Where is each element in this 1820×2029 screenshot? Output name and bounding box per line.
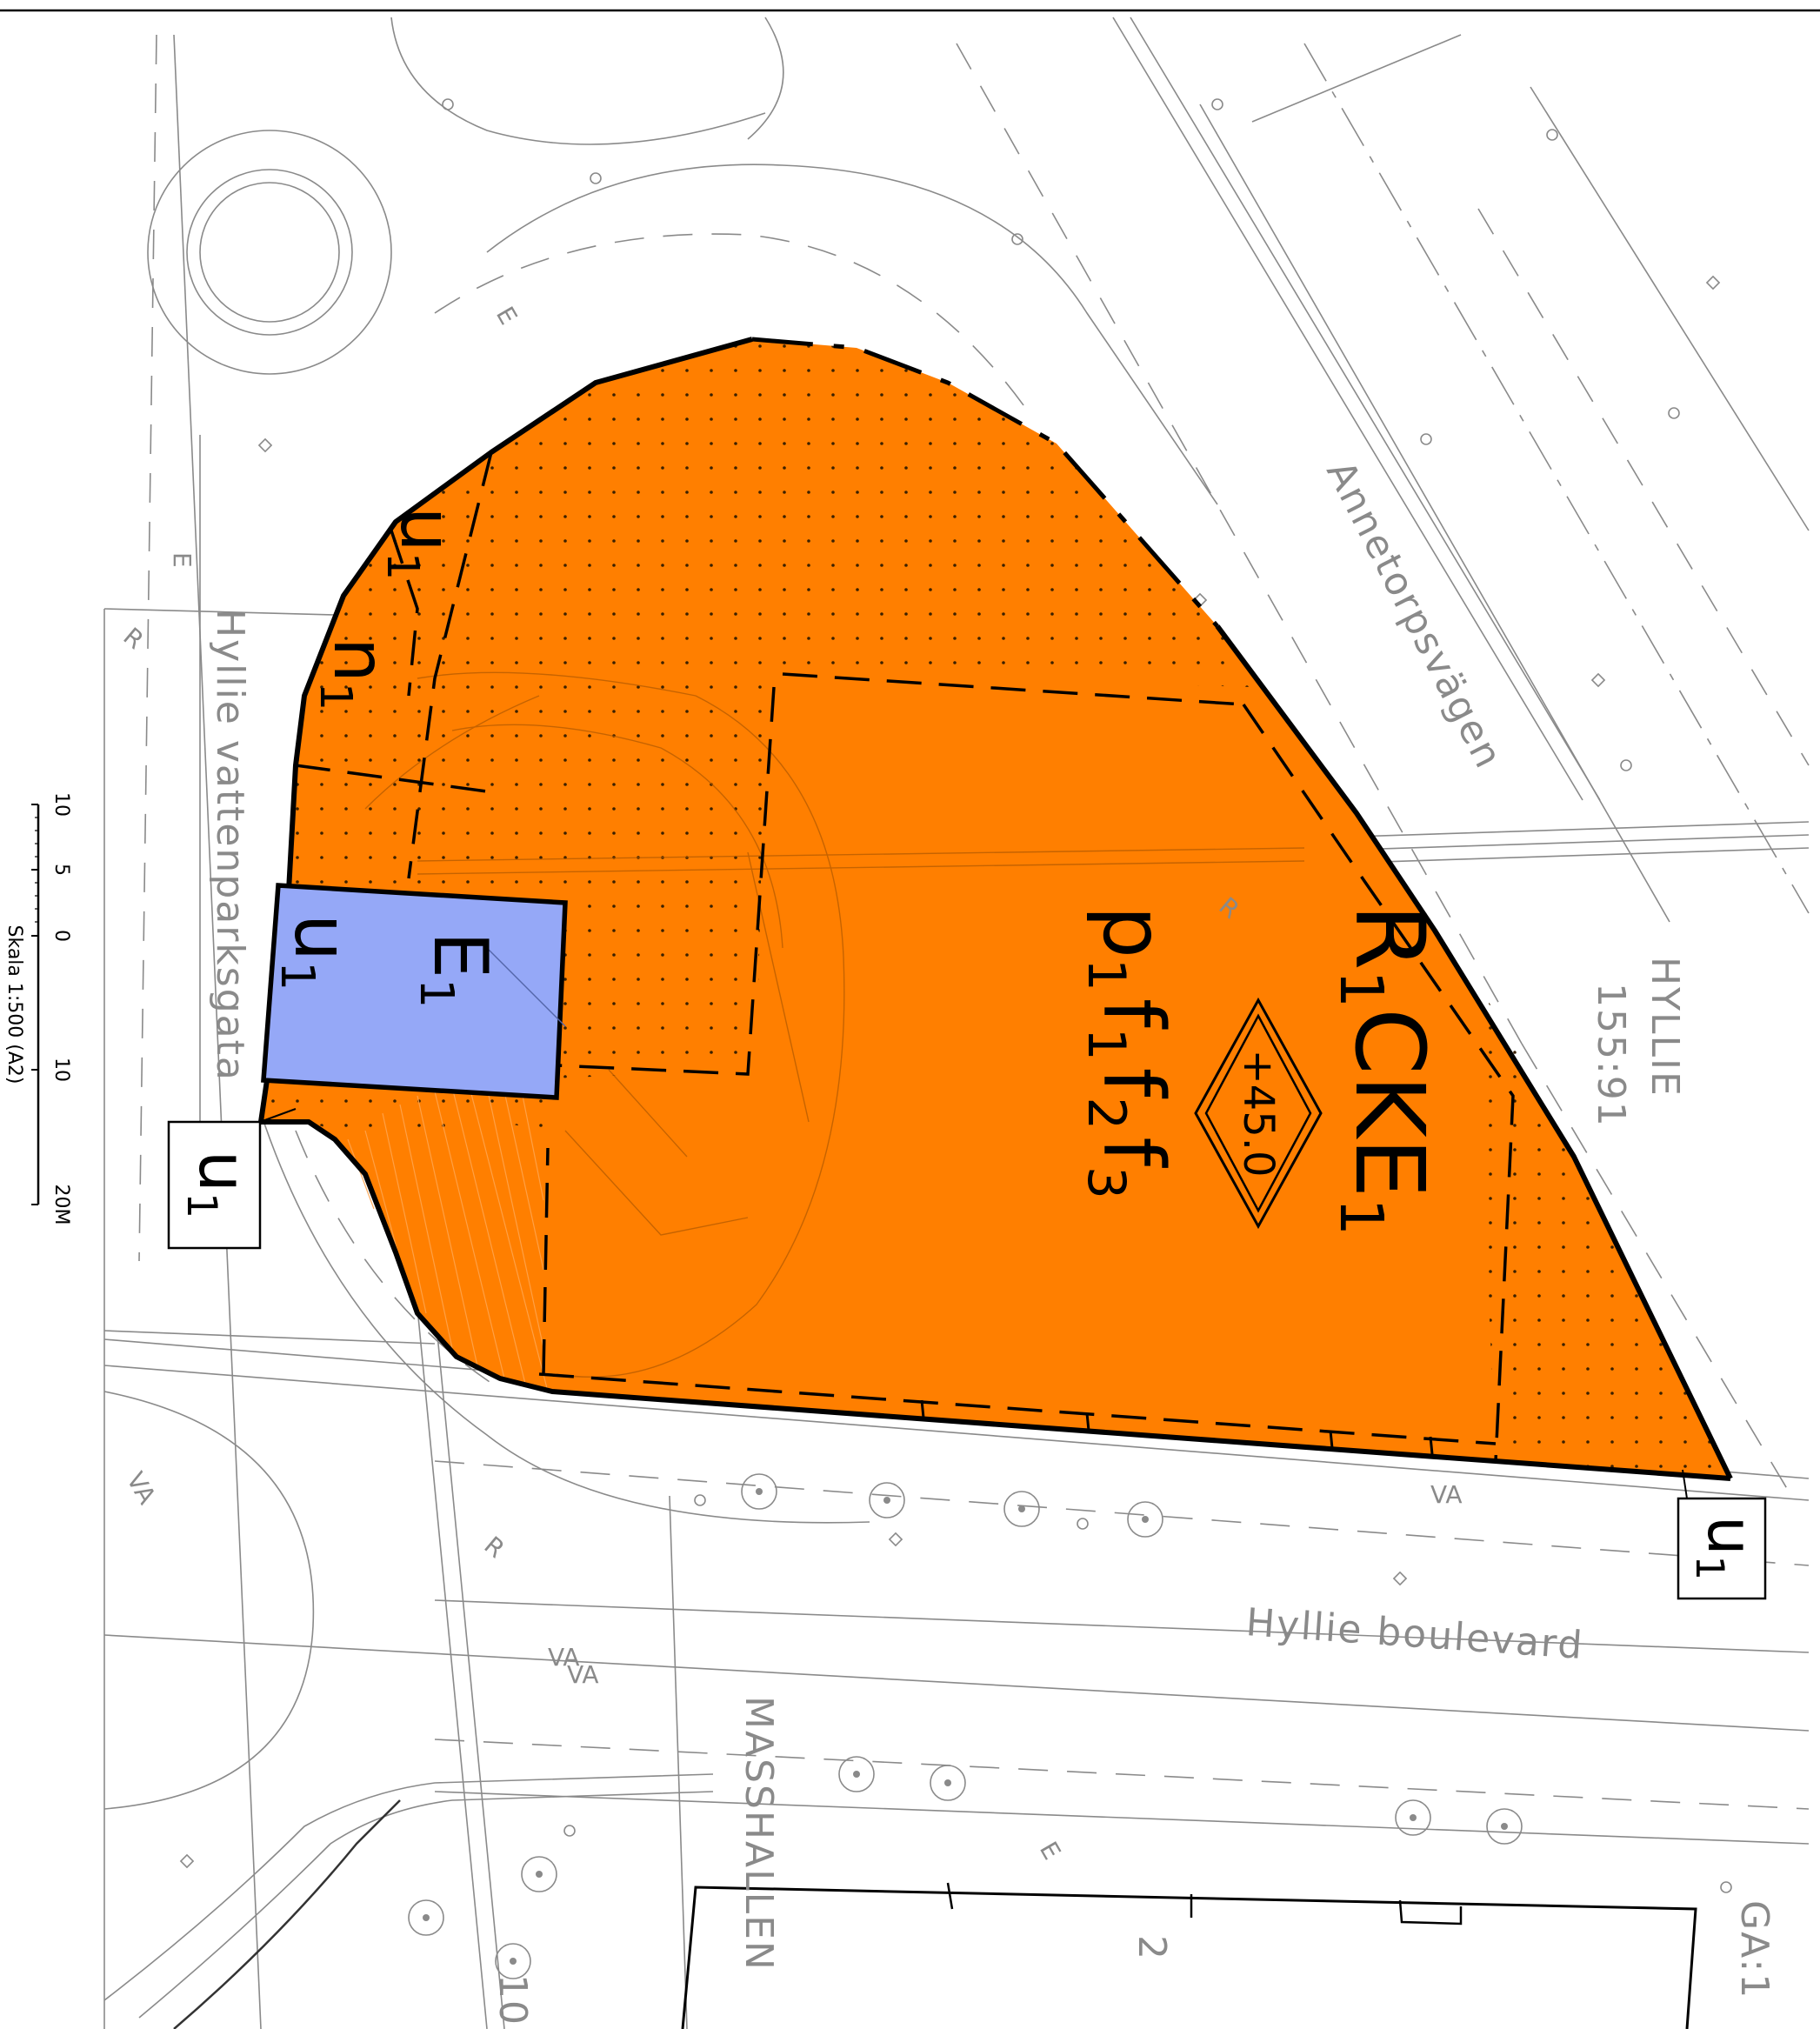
blue-zone-code: E1 xyxy=(410,931,503,1008)
svg-text:VA: VA xyxy=(548,1643,580,1672)
road-line-8 xyxy=(1530,86,1810,531)
boulevard-line-5 xyxy=(103,1634,1810,1732)
arrow-u1-left xyxy=(259,1108,297,1123)
road-line-9 xyxy=(1521,1043,1792,1497)
street-hyllie-vattenparksgata: Hyllie vattenparksgata xyxy=(208,609,252,1082)
trees xyxy=(408,1473,1523,1979)
boulevard-line-3 xyxy=(434,1460,1810,1566)
inner-dashed-n xyxy=(390,530,419,697)
road-line-3 xyxy=(1199,103,1670,923)
curve-bottom-left-2 xyxy=(295,1130,505,1392)
zone-blue-inner-line xyxy=(486,947,566,1027)
mid-road-1 xyxy=(408,1217,488,2029)
inner-dashed-right xyxy=(1242,704,1515,1462)
mid-road-3 xyxy=(669,1495,688,2029)
boulevard-line-2 xyxy=(103,1365,1810,1501)
svg-text:R: R xyxy=(118,622,150,655)
road-line-2 xyxy=(1130,17,1601,801)
label-blue-zone: E1 xyxy=(410,931,503,1008)
p-f-codes: p1f1f2f3 xyxy=(1076,905,1182,1199)
svg-text:VA: VA xyxy=(567,1660,599,1689)
bottom-curvy-path xyxy=(103,1773,714,2001)
scale-tick-10b: 10 xyxy=(50,1058,72,1082)
height-marker-text: +45.0 xyxy=(1234,1049,1283,1177)
svg-text:E: E xyxy=(490,302,523,330)
property-name: HYLLIE xyxy=(1643,957,1687,1098)
label-u1-box-left: u1 xyxy=(167,1120,262,1250)
boulevard-line-6 xyxy=(434,1739,1810,1810)
u1-box-left-text: u1 xyxy=(177,1151,262,1218)
inner-dashed-rect xyxy=(556,672,1244,1076)
curve-street-2 xyxy=(434,233,1027,410)
left-street-6 xyxy=(103,1330,436,1345)
scale-tick-10a: 10 xyxy=(50,792,72,817)
svg-text:E: E xyxy=(168,552,197,568)
svg-text:VA: VA xyxy=(121,1467,162,1509)
label-u1-box-right: u1 xyxy=(1677,1497,1767,1600)
curve-bottom-left xyxy=(260,1112,870,1524)
zone-main-boundary-dash xyxy=(751,337,1219,628)
zone-blue-fill xyxy=(263,885,565,1098)
inner-dashed-bottom xyxy=(538,1147,1497,1445)
base-map-lines xyxy=(103,17,1810,2029)
scale-tick-0: 0 xyxy=(50,930,72,942)
roundabout-outer xyxy=(147,130,392,375)
building-number-10: 10 xyxy=(490,1974,535,2026)
scale-bar: 10 5 0 10 20M Skala 1:500 (A2) xyxy=(3,792,72,1225)
height-marker: +45.0 xyxy=(1194,997,1323,1230)
left-street-4 xyxy=(138,34,157,1262)
street-hyllie-boulevard: Hyllie boulevard xyxy=(1244,1600,1585,1668)
inner-dashed-left xyxy=(295,451,493,879)
street-annetorpsvagen: Annetorpsvägen xyxy=(1317,454,1510,777)
zone-main-boundary-right xyxy=(1215,624,1733,1480)
building-masshallen-step xyxy=(946,1882,1463,1926)
boulevard-line-4 xyxy=(434,1599,1810,1653)
circle-bottom-left xyxy=(103,1391,315,1810)
n1-text: n1 xyxy=(310,637,400,711)
zone-blue xyxy=(261,883,568,1100)
label-p-f: p1f1f2f3 xyxy=(1076,905,1182,1199)
building-masshallen xyxy=(681,1886,1697,2029)
svg-text:R: R xyxy=(479,1531,510,1564)
svg-text:VA: VA xyxy=(1430,1480,1463,1509)
road-line-7 xyxy=(1251,34,1462,123)
roundabout-inner xyxy=(199,182,340,323)
scale-tick-20m: 20M xyxy=(50,1185,72,1225)
svg-text:E: E xyxy=(1034,1837,1066,1865)
curve-street-3 xyxy=(390,17,766,145)
label-main-zone: R1CKE1 xyxy=(1326,904,1445,1236)
road-line-1 xyxy=(1112,17,1583,801)
zone-main-hatching xyxy=(347,1086,549,1392)
main-zone-code: R1CKE1 xyxy=(1326,904,1445,1236)
street-ga: GA:1 xyxy=(1732,1900,1777,1999)
bottom-curvy-path-3 xyxy=(173,1799,401,2029)
building-number-2: 2 xyxy=(1130,1935,1174,1961)
mid-road-2 xyxy=(425,1217,505,2029)
road-line-5 xyxy=(1303,43,1810,914)
arrow-u1-right xyxy=(1682,1469,1688,1499)
scale-tick-5: 5 xyxy=(50,864,72,876)
boulevard-line-7 xyxy=(434,1791,1810,1845)
road-line-6 xyxy=(1477,208,1810,766)
roundabout-mid xyxy=(186,169,353,336)
label-u1-top: u1 xyxy=(377,507,467,580)
curve-street-1 xyxy=(486,164,1218,505)
bottom-curvy-path-2 xyxy=(138,1791,714,2019)
street-masshallen: MASSHALLEN xyxy=(737,1696,781,1972)
left-street-2 xyxy=(173,34,262,2029)
property-number: 155:91 xyxy=(1589,983,1633,1128)
curve-street-4 xyxy=(747,17,784,140)
scale-title: Skala 1:500 (A2) xyxy=(3,925,25,1085)
u1-box-right-text: u1 xyxy=(1687,1516,1767,1580)
label-n1: n1 xyxy=(310,637,400,711)
zone-inner-lines xyxy=(364,671,1305,1378)
u1-blue-text: u1 xyxy=(270,914,364,991)
u1-top-text: u1 xyxy=(377,507,467,580)
zone-blue-boundary xyxy=(261,883,568,1100)
boundary-ticks xyxy=(920,1399,1434,1455)
label-u1-blue: u1 xyxy=(270,914,364,991)
